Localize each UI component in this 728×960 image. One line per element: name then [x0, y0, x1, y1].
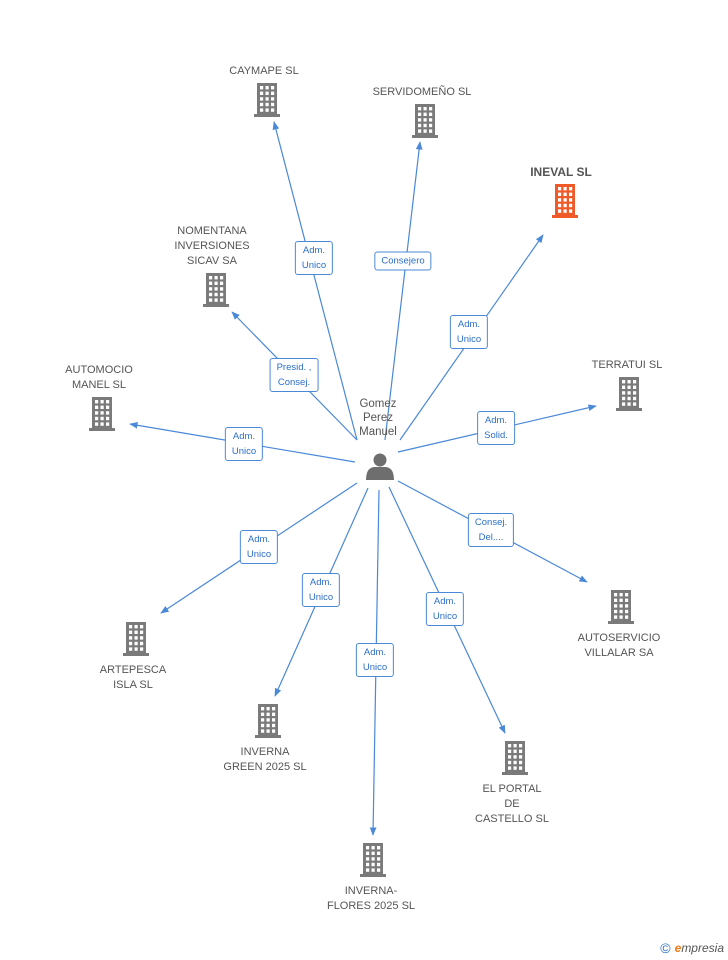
company-label-caymape[interactable]: CAYMAPE SL — [229, 65, 299, 77]
brand-logo[interactable]: empresia — [674, 941, 724, 955]
role-box-servidomeno[interactable]: Consejero — [374, 251, 432, 271]
building-icon-autoservicio[interactable] — [608, 590, 634, 624]
company-label-elportal[interactable]: EL PORTAL DE CASTELLO SL — [475, 783, 549, 825]
company-label-servidomeno[interactable]: SERVIDOMEÑO SL — [372, 86, 472, 98]
company-label-ineval[interactable]: INEVAL SL — [530, 165, 592, 179]
edge-servidomeno — [384, 141, 423, 441]
role-box-nomentana[interactable]: Presid. , Consej. — [269, 358, 319, 392]
role-box-invernaflores[interactable]: Adm. Unico — [355, 643, 395, 677]
role-box-autoservicio[interactable]: Consej. Del.... — [467, 513, 515, 547]
role-box-ineval[interactable]: Adm. Unico — [449, 315, 489, 349]
building-icon-caymape[interactable] — [254, 83, 280, 117]
footer-brand: © empresia — [660, 940, 724, 956]
building-icon-elportal[interactable] — [502, 741, 528, 775]
role-box-automocio[interactable]: Adm. Unico — [224, 427, 264, 461]
role-box-artepesca[interactable]: Adm. Unico — [239, 530, 279, 564]
building-icon-nomentana[interactable] — [203, 273, 229, 307]
company-label-nomentana[interactable]: NOMENTANA INVERSIONES SICAV SA — [174, 225, 250, 267]
role-box-invernagreen[interactable]: Adm. Unico — [301, 573, 341, 607]
building-icon-ineval[interactable] — [552, 184, 578, 218]
company-label-invernagreen[interactable]: INVERNA GREEN 2025 SL — [223, 746, 307, 773]
center-person-label: Gomez Perez Manuel — [359, 398, 397, 438]
building-icon-automocio[interactable] — [89, 397, 115, 431]
company-label-invernaflores[interactable]: INVERNA- FLORES 2025 SL — [326, 885, 416, 912]
company-label-terratui[interactable]: TERRATUI SL — [591, 359, 663, 371]
role-box-caymape[interactable]: Adm. Unico — [294, 241, 334, 275]
person-icon[interactable] — [366, 453, 394, 481]
building-icon-servidomeno[interactable] — [412, 104, 438, 138]
building-icon-invernaflores[interactable] — [360, 843, 386, 877]
copyright-icon: © — [660, 940, 671, 956]
building-icon-terratui[interactable] — [616, 377, 642, 411]
role-box-elportal[interactable]: Adm. Unico — [425, 592, 465, 626]
edge-caymape — [272, 121, 358, 441]
company-label-autoservicio[interactable]: AUTOSERVICIO VILLALAR SA — [577, 632, 661, 659]
building-icon-invernagreen[interactable] — [255, 704, 281, 738]
company-label-artepesca[interactable]: ARTEPESCA ISLA SL — [99, 664, 167, 691]
building-icon-artepesca[interactable] — [123, 622, 149, 656]
role-box-terratui[interactable]: Adm. Solid. — [477, 411, 515, 445]
company-label-automocio[interactable]: AUTOMOCIO MANEL SL — [65, 364, 133, 391]
